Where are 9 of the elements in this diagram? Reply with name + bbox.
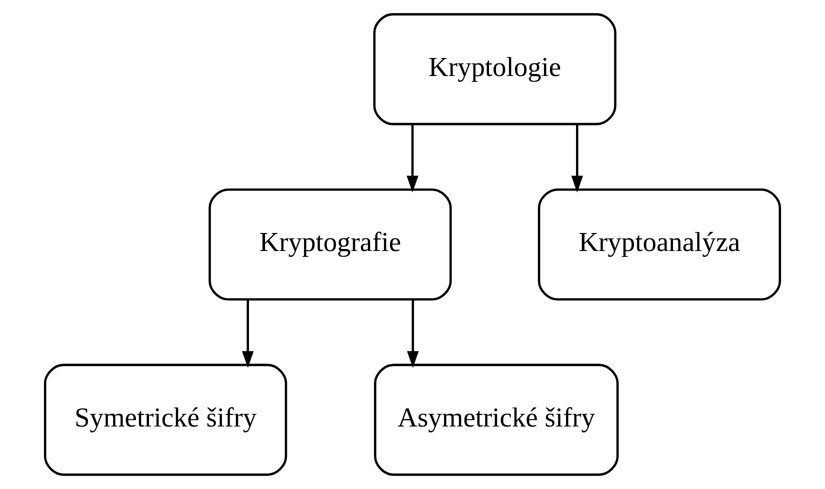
arrow bbox=[406, 124, 418, 193]
node-box: Kryptoanalýza bbox=[538, 188, 782, 301]
arrow bbox=[242, 300, 254, 368]
node-box: Asymetrické šifry bbox=[374, 364, 619, 476]
node-box: Symetrické šifry bbox=[44, 364, 288, 476]
node-box: Kryptologie bbox=[373, 13, 616, 126]
node-box: Kryptografie bbox=[208, 188, 452, 301]
arrow bbox=[407, 300, 419, 368]
arrow bbox=[571, 124, 584, 193]
